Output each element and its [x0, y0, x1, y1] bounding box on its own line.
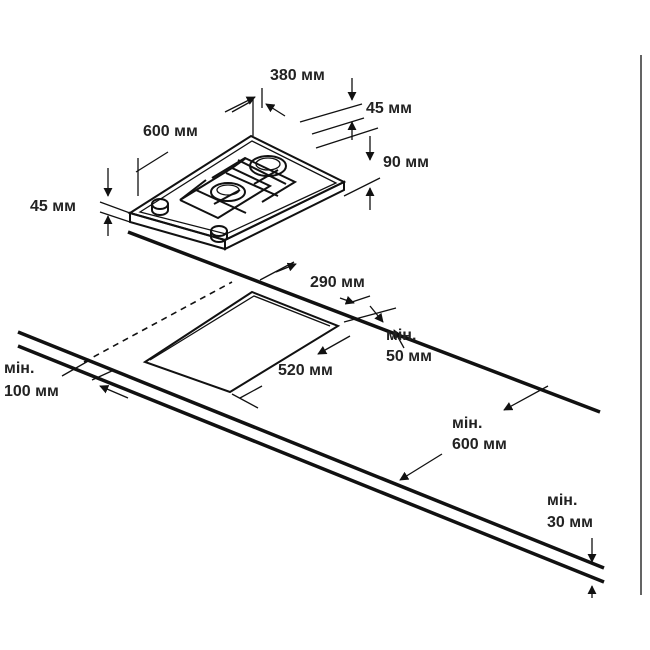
dimension-min-600 — [399, 385, 549, 481]
worktop — [17, 230, 605, 584]
control-knob-right — [210, 225, 228, 243]
dimension-600-hob — [135, 101, 251, 196]
dimension-290 — [259, 261, 371, 305]
label-520: 520 мм — [278, 362, 333, 379]
label-min-100-b: 100 мм — [4, 383, 59, 400]
label-min-100-a: мін. — [4, 360, 34, 377]
label-45-top: 45 мм — [366, 100, 412, 117]
label-600-hob: 600 мм — [143, 123, 198, 140]
label-min-30-a: мін. — [547, 492, 577, 509]
hob-top-plate — [127, 134, 347, 242]
dimension-min-50 — [343, 305, 405, 349]
label-45-height: 45 мм — [30, 198, 76, 215]
burner-front — [210, 182, 246, 202]
dimension-45-height — [99, 168, 131, 236]
label-min-50-b: 50 мм — [386, 348, 432, 365]
dimension-90 — [315, 127, 381, 210]
label-90: 90 мм — [383, 154, 429, 171]
gas-hob — [127, 134, 347, 251]
control-knob-left — [151, 198, 169, 216]
label-min-50-a: мін. — [386, 327, 416, 344]
cutout — [142, 290, 341, 394]
worktop-back-edge — [127, 230, 601, 414]
label-380: 380 мм — [270, 67, 325, 84]
dimension-520 — [231, 335, 351, 409]
dimension-45-top — [299, 78, 365, 140]
dimension-380 — [224, 88, 286, 136]
label-min-600-a: мін. — [452, 415, 482, 432]
dimension-min-100 — [61, 359, 129, 399]
label-min-30-b: 30 мм — [547, 514, 593, 531]
label-min-600-b: 600 мм — [452, 436, 507, 453]
worktop-front-edge — [17, 330, 605, 570]
cutout-outline — [142, 290, 341, 394]
label-290: 290 мм — [310, 274, 365, 291]
burner-rear — [249, 155, 287, 177]
